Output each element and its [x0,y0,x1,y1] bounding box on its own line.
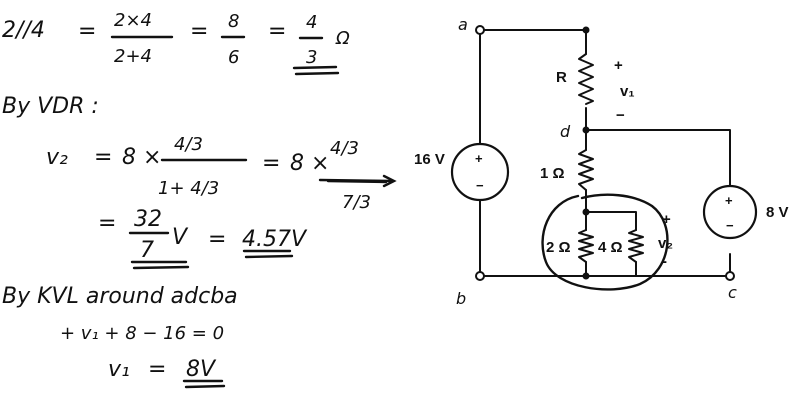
node-d-label: d [560,122,571,141]
terminal-a [475,25,485,35]
equals-sign: = [98,211,116,236]
result-underline [132,265,190,270]
node-c-label: c [728,283,737,302]
source-label-8v: 8 V [766,204,789,221]
resistor-2-ohm [578,229,594,263]
source-minus-sign: − [726,218,734,233]
junction-dot [582,126,590,134]
resistor-4-ohm-label: 4 Ω [598,239,623,256]
circuit-diagram: + − 16 V + − 8 V R 1 Ω 2 Ω 4 Ω + v₁ − + … [414,15,789,308]
terminal-b [475,271,485,281]
voltage-source-16v: + − [450,142,510,202]
equals-sign: = [94,145,112,170]
v2-value: 4.57V [242,227,308,252]
resistor-1-ohm [578,149,594,191]
v1-minus-sign: − [616,107,625,124]
v2-label: v₂ [658,235,673,252]
result-underline [294,71,340,76]
equals-sign: = [190,19,208,44]
v1-result: v₁ = 8V [108,357,226,389]
vdr-heading: By VDR : [2,94,99,119]
hand-drawn-circle [541,193,669,291]
volt-unit: V [172,225,189,250]
v1-label: v₁ [620,83,635,100]
sum-denominator: 2+4 [114,46,152,67]
arrow-shaft [318,178,394,183]
result-underline [292,65,338,70]
node-b-label: b [456,289,466,308]
wire-top [479,29,587,55]
source-circle [450,142,510,202]
junction-dot [582,272,590,280]
junction-dot [582,26,590,34]
v2-result: = 32 7 V = 4.57V [98,207,308,270]
parallel-lhs: 2//4 [2,18,45,43]
numerator-32: 32 [134,207,162,232]
equals-sign: = [78,19,96,44]
numerator-8: 8 [228,11,239,32]
resistor-1-ohm-label: 1 Ω [540,165,565,182]
factor-8: 8 × [122,145,161,170]
denominator-3: 3 [306,47,317,68]
wire-d-to-8v [585,129,731,187]
equals-sign: = [262,151,280,176]
denominator-7-3: 7/3 [342,192,371,213]
resistor-2-ohm-label: 2 Ω [546,239,571,256]
terminal-c [725,271,735,281]
result-underline [244,254,294,259]
source-plus-sign: + [725,193,733,208]
kvl-equation: + v₁ + 8 − 16 = 0 [60,323,224,344]
equals-sign: = [268,19,286,44]
denominator-1-plus: 1+ 4/3 [158,178,219,199]
voltage-source-8v: + − [702,184,758,240]
parallel-resistance-calc: 2//4 = 2×4 2+4 = 8 6 = 4 3 Ω [2,10,350,76]
result-underline [184,384,226,389]
v2-symbol: v₂ [46,145,68,170]
v1-plus-sign: + [614,57,623,74]
denominator-6: 6 [228,47,239,68]
product-numerator: 2×4 [114,10,152,31]
junction-dot [582,208,590,216]
source-label-16v: 16 V [414,151,445,168]
wire-pair-top [585,211,637,231]
numerator-4: 4 [306,12,317,33]
v2-minus-sign: - [662,253,667,270]
v1-symbol: v₁ [108,357,130,382]
wire-bottom [479,253,731,277]
ohm-unit: Ω [335,28,350,49]
v2-plus-sign: + [662,211,671,228]
equals-sign: = [148,357,166,382]
fraction-4-3: 4/3 [330,138,359,159]
resistor-4-ohm [628,229,644,263]
source-plus-sign: + [475,151,483,166]
equals-sign: = [208,227,226,252]
kvl-heading: By KVL around adcba [2,284,238,309]
resistor-r-label: R [556,69,567,86]
resistor-r [578,53,594,105]
v1-value: 8V [186,357,217,382]
arrow-head [382,174,397,188]
factor-8: 8 × [290,151,329,176]
v2-divider-calc: v₂ = 8 × 4/3 1+ 4/3 = 8 × 4/3 7/3 [46,134,388,213]
source-circle [702,184,758,240]
denominator-7: 7 [140,238,154,263]
fraction-4-3: 4/3 [174,134,203,155]
node-a-label: a [458,15,468,34]
source-minus-sign: − [476,178,484,193]
